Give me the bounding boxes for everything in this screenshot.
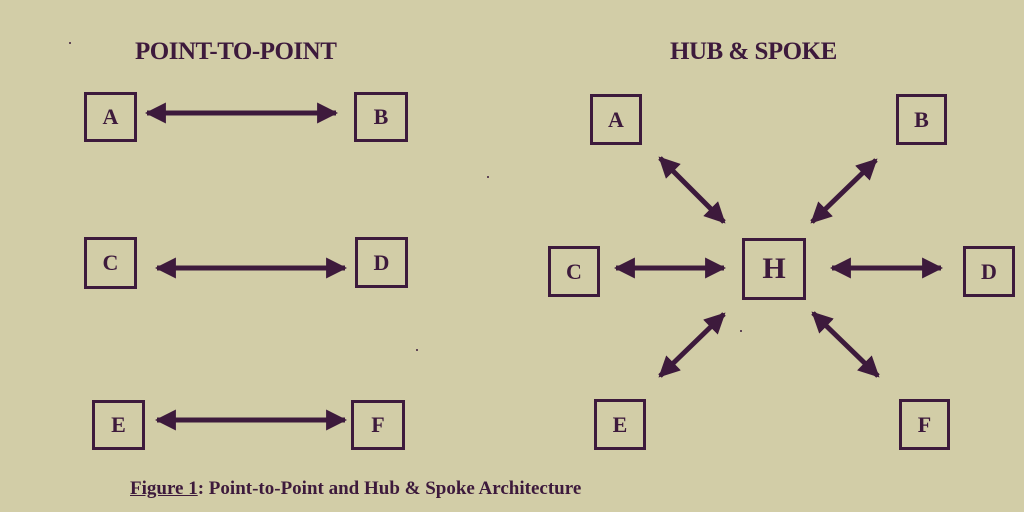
p2p-node-b: B [354, 92, 408, 142]
point-to-point-title: POINT-TO-POINT [135, 38, 337, 65]
hub-node-a: A [590, 94, 642, 145]
p2p-node-d: D [355, 237, 408, 288]
p2p-node-a: A [84, 92, 137, 142]
p2p-node-c: C [84, 237, 137, 289]
hub-node-b: B [896, 94, 947, 145]
hub-and-spoke-title: HUB & SPOKE [670, 38, 837, 65]
figure-caption-text: : Point-to-Point and Hub & Spoke Archite… [197, 478, 582, 499]
spoke-f-h [811, 311, 880, 378]
scan-speck [487, 176, 489, 178]
figure-label: Figure 1 [130, 478, 198, 499]
hub-node-h: H [742, 238, 806, 300]
hub-node-d: D [963, 246, 1015, 297]
scan-speck [416, 349, 418, 351]
hub-node-e: E [594, 399, 646, 450]
spoke-a-h [658, 156, 726, 224]
p2p-node-f: F [351, 400, 405, 450]
scan-speck [69, 42, 71, 44]
hub-node-f: F [899, 399, 950, 450]
spoke-b-h [810, 158, 878, 224]
hub-node-c: C [548, 246, 600, 297]
spoke-e-h [658, 312, 726, 378]
p2p-node-e: E [92, 400, 145, 450]
figure-caption: Figure 1: Point-to-Point and Hub & Spoke… [130, 478, 581, 500]
scan-speck [740, 330, 742, 332]
